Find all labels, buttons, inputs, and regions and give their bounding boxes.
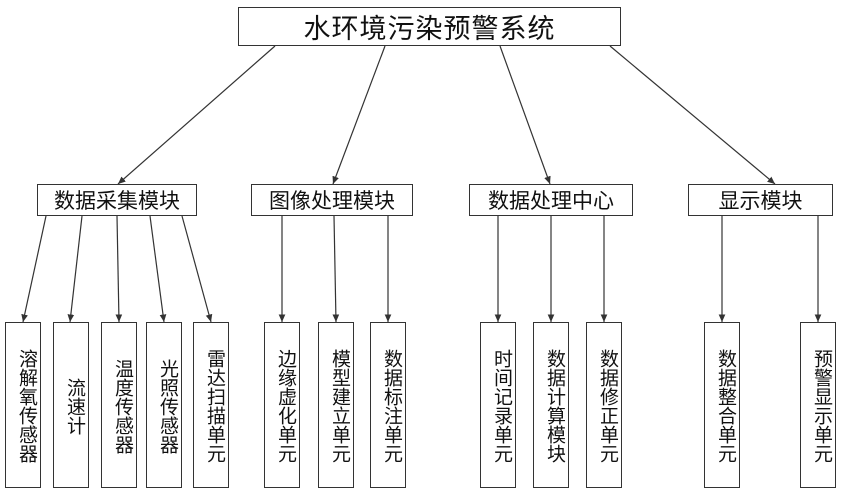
unit-label: 时间记录单元 — [489, 349, 515, 463]
arrow-acq-3 — [117, 216, 119, 322]
arrow-acq-2 — [70, 216, 82, 322]
arrow-root-to-processing — [500, 46, 550, 184]
unit-warning-display: 预警显示单元 — [800, 322, 836, 488]
unit-data-annotation: 数据标注单元 — [370, 322, 406, 488]
module-label: 数据采集模块 — [54, 185, 180, 215]
arrow-root-to-image — [333, 46, 385, 184]
module-label: 显示模块 — [719, 185, 803, 215]
arrow-acq-4 — [150, 216, 164, 322]
arrow-acq-1 — [23, 216, 46, 322]
module-label: 图像处理模块 — [269, 185, 395, 215]
system-title-box: 水环境污染预警系统 — [238, 7, 621, 46]
module-label: 数据处理中心 — [488, 185, 614, 215]
unit-label: 数据整合单元 — [713, 349, 739, 463]
unit-temperature-sensor: 温度传感器 — [101, 322, 137, 488]
arrow-img-2 — [334, 216, 336, 322]
unit-label: 雷达扫描单元 — [202, 349, 228, 463]
system-title: 水环境污染预警系统 — [304, 7, 556, 46]
unit-label: 流速计 — [62, 378, 88, 435]
unit-dissolved-oxygen-sensor: 溶解氧传感器 — [5, 322, 41, 488]
unit-label: 边缘虚化单元 — [273, 349, 299, 463]
unit-data-integration: 数据整合单元 — [704, 322, 740, 488]
unit-label: 光照传感器 — [155, 359, 181, 454]
unit-label: 预警显示单元 — [809, 349, 835, 463]
module-image-processing: 图像处理模块 — [251, 184, 413, 216]
arrow-root-to-display — [610, 46, 775, 184]
unit-model-building: 模型建立单元 — [318, 322, 354, 488]
arrow-acq-5 — [182, 216, 211, 322]
module-data-acquisition: 数据采集模块 — [37, 184, 197, 216]
unit-label: 数据计算模块 — [542, 349, 568, 463]
unit-light-sensor: 光照传感器 — [146, 322, 182, 488]
arrow-root-to-acquisition — [118, 46, 275, 184]
unit-time-record: 时间记录单元 — [480, 322, 516, 488]
unit-label: 模型建立单元 — [327, 349, 353, 463]
unit-radar-scan: 雷达扫描单元 — [193, 322, 229, 488]
unit-flow-meter: 流速计 — [53, 322, 89, 488]
unit-data-calculation: 数据计算模块 — [533, 322, 569, 488]
module-display: 显示模块 — [688, 184, 833, 216]
unit-label: 溶解氧传感器 — [14, 349, 40, 463]
module-data-processing-center: 数据处理中心 — [469, 184, 633, 216]
unit-edge-blur: 边缘虚化单元 — [264, 322, 300, 488]
unit-label: 温度传感器 — [110, 359, 136, 454]
unit-label: 数据修正单元 — [595, 349, 621, 463]
unit-label: 数据标注单元 — [379, 349, 405, 463]
unit-data-correction: 数据修正单元 — [586, 322, 622, 488]
